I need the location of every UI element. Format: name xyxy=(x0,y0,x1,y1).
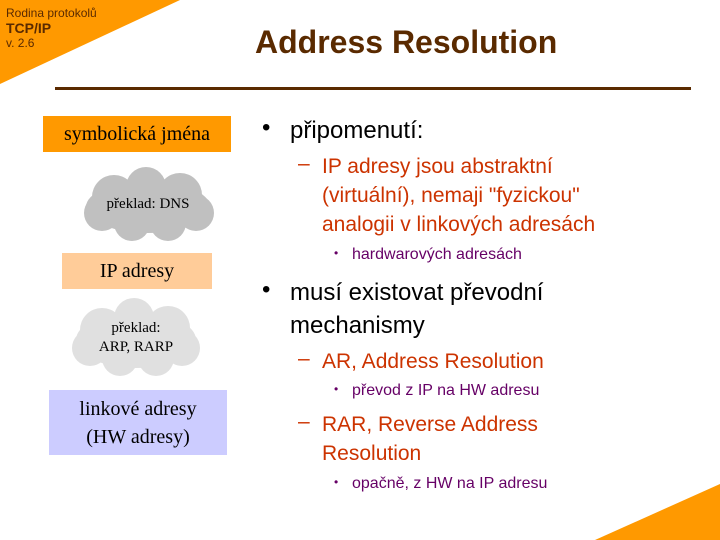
course-name: TCP/IP xyxy=(6,20,52,36)
dash-marker: – xyxy=(298,410,310,433)
sub-bullet-2: AR, Address Resolution xyxy=(322,350,544,373)
sub-sub-bullet-1: hardwarových adresách xyxy=(352,246,522,263)
dns-label: překlad: DNS xyxy=(106,196,190,212)
sub-bullet-3-line2: Resolution xyxy=(322,442,422,465)
link-address-line1: linkové adresy xyxy=(79,398,197,420)
names-box: symbolická jména xyxy=(43,116,231,152)
arp-cloud xyxy=(72,298,200,376)
bullet-dot-small: • xyxy=(334,382,339,396)
arp-label-line2: ARP, RARP xyxy=(98,339,174,355)
title-underline xyxy=(55,87,691,90)
arp-label: překlad: ARP, RARP xyxy=(64,319,208,357)
dns-cloud xyxy=(84,167,214,241)
bullet-2-line2: mechanismy xyxy=(290,312,425,339)
bullet-dot: • xyxy=(262,276,271,303)
course-label: Rodina protokolů TCP/IP v. 2.6 xyxy=(6,6,97,51)
bullet-1: připomenutí: xyxy=(290,117,424,144)
sub-sub-bullet-3: opačně, z HW na IP adresu xyxy=(352,475,548,492)
dash-marker: – xyxy=(298,152,310,175)
dash-marker: – xyxy=(298,347,310,370)
arp-label-line1: překlad: xyxy=(111,320,161,336)
sub-bullet-1-line3: analogii v linkových adresách xyxy=(322,213,596,236)
sub-sub-bullet-2: převod z IP na HW adresu xyxy=(352,382,540,399)
ip-box: IP adresy xyxy=(62,253,212,289)
course-version: v. 2.6 xyxy=(6,36,35,50)
sub-bullet-1-line2: (virtuální), nemaji "fyzickou" xyxy=(322,184,580,207)
corner-decoration-top-left xyxy=(0,0,180,84)
course-series: Rodina protokolů xyxy=(6,6,97,20)
sub-bullet-1-line1: IP adresy jsou abstraktní xyxy=(322,155,553,178)
slide-title: Address Resolution xyxy=(255,24,558,60)
bullet-dot: • xyxy=(262,114,271,141)
bullet-dot-small: • xyxy=(334,475,339,489)
link-address-box: linkové adresy (HW adresy) xyxy=(49,390,227,455)
bullet-dot-small: • xyxy=(334,246,339,260)
bullet-2-line1: musí existovat převodní xyxy=(290,279,544,306)
corner-decoration-bottom-right xyxy=(595,484,720,540)
sub-bullet-3-line1: RAR, Reverse Address xyxy=(322,413,538,436)
link-address-line2: (HW adresy) xyxy=(86,426,190,448)
